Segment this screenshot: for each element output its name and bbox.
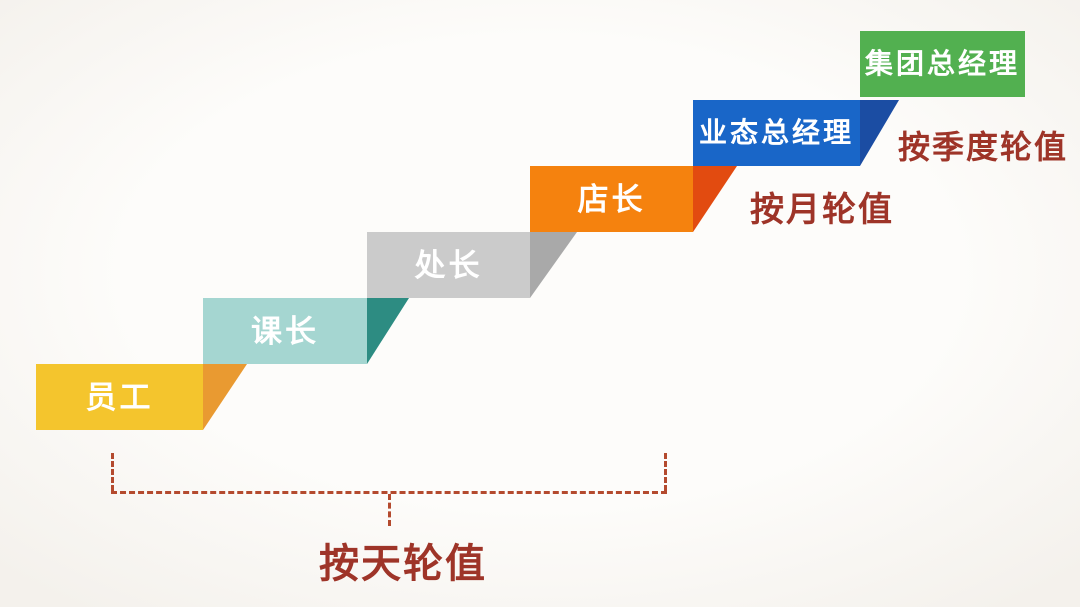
step-section-chief-label: 课长 [251,313,319,349]
step-employee: 员工 [36,364,203,430]
step-group-gm: 集团总经理 [860,31,1025,97]
step-division-chief: 处长 [367,232,530,298]
step-division-chief-label: 处长 [414,247,483,283]
step-division-chief-fold-triangle [530,232,577,298]
step-store-manager: 店长 [530,166,693,232]
annotation-monthly-rotation: 按月轮值 [750,191,894,229]
step-employee-label: 员工 [85,379,154,415]
step-section-chief-fold-triangle [367,298,409,364]
bracket-horizontal-line [111,491,667,494]
step-employee-fold-triangle [203,364,247,430]
bracket-left-tick [111,453,114,491]
step-business-unit-gm-label: 业态总经理 [698,117,854,148]
annotation-quarterly-rotation: 按季度轮值 [897,129,1068,165]
bracket-center-tick [388,494,391,526]
step-store-manager-label: 店长 [577,181,646,217]
step-section-chief: 课长 [203,298,367,364]
bracket-right-tick [664,453,667,491]
annotation-daily-rotation: 按天轮值 [319,542,487,586]
step-business-unit-gm: 业态总经理 [693,100,860,166]
step-group-gm-label: 集团总经理 [864,48,1020,79]
